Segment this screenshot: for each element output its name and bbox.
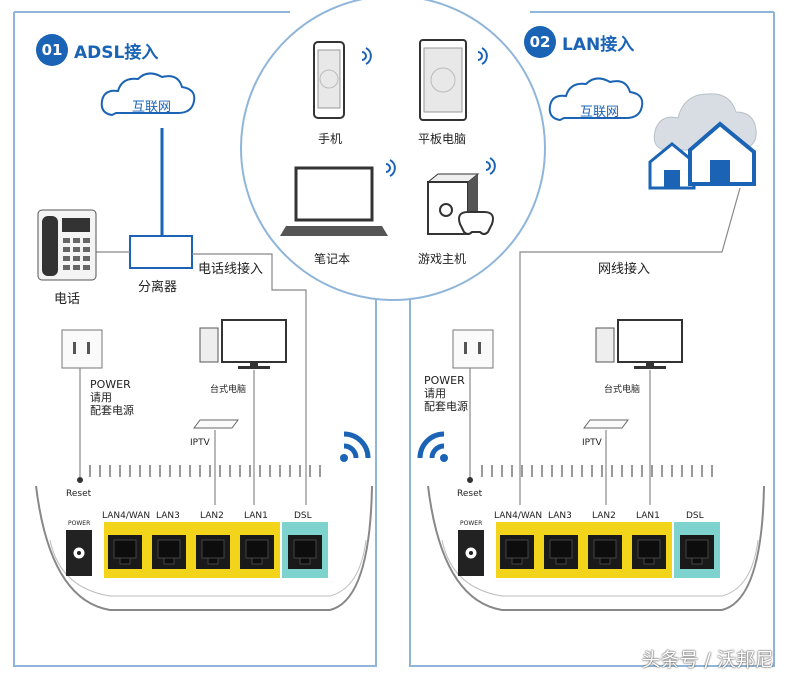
- port-label-lan1: LAN1: [244, 511, 268, 521]
- power-note-left: POWER 请用 配套电源: [90, 378, 134, 417]
- port-label-lan3: LAN3: [548, 511, 572, 521]
- iptv-box-right: [583, 419, 629, 429]
- panel-right-frame: [409, 11, 775, 667]
- phone-device-label: 手机: [318, 132, 343, 146]
- port-label-lan2: LAN2: [592, 511, 616, 521]
- splitter-label: 分离器: [138, 280, 178, 295]
- panel2-title: LAN接入: [562, 34, 635, 55]
- phone-label: 电话: [54, 292, 81, 307]
- internet-label-left: 互联网: [132, 100, 172, 115]
- net-line-label: 网线接入: [598, 262, 651, 277]
- desktop-pc-right: [595, 319, 683, 369]
- telephone: [37, 209, 97, 281]
- port-label-lan3: LAN3: [156, 511, 180, 521]
- desktop-label-left: 台式电脑: [210, 385, 247, 395]
- port-label-dsl: DSL: [686, 511, 704, 521]
- watermark: 头条号 / 沃邦尼: [641, 649, 774, 671]
- tablet-device-label: 平板电脑: [418, 132, 467, 146]
- wifi-icon-right: [417, 431, 448, 462]
- reset-label-left: Reset: [66, 489, 92, 499]
- phone-line-label: 电话线接入: [198, 262, 264, 277]
- phone-icon: [313, 41, 345, 119]
- wireless-devices-circle: [240, 0, 546, 301]
- port-label-lan2: LAN2: [200, 511, 224, 521]
- laptop-icon: [280, 166, 388, 236]
- panel1-title: ADSL接入: [74, 42, 159, 63]
- router-left: [35, 465, 373, 611]
- power-port-label-left: POWER: [68, 520, 91, 527]
- panel1-header: 01 ADSL接入: [36, 34, 158, 66]
- power-socket-right: [452, 329, 494, 369]
- game-console-icon: [426, 173, 494, 235]
- desktop-label-right: 台式电脑: [604, 385, 641, 395]
- port-label-lan4: LAN4/WAN: [494, 511, 543, 521]
- home-cloud-icon: [648, 93, 757, 190]
- power-socket-left: [61, 329, 103, 369]
- power-port-label-right: POWER: [460, 520, 483, 527]
- panel2-number: 02: [524, 26, 556, 58]
- laptop-device-label: 笔记本: [314, 252, 351, 266]
- port-label-lan4: LAN4/WAN: [102, 511, 151, 521]
- iptv-label-right: IPTV: [582, 438, 602, 448]
- router-right: [427, 465, 765, 611]
- port-label-lan1: LAN1: [636, 511, 660, 521]
- panel1-number: 01: [36, 34, 68, 66]
- port-label-dsl: DSL: [294, 511, 312, 521]
- console-device-label: 游戏主机: [418, 252, 467, 266]
- power-note-right: POWER 请用 配套电源: [424, 374, 468, 413]
- panel2-header: 02 LAN接入: [524, 26, 634, 58]
- iptv-label-left: IPTV: [190, 438, 210, 448]
- iptv-box-left: [193, 419, 239, 429]
- internet-cloud-left: [100, 72, 196, 117]
- internet-cloud-right: [548, 77, 644, 122]
- internet-label-right: 互联网: [580, 105, 620, 120]
- splitter-box: [129, 235, 193, 269]
- tablet-icon: [419, 39, 467, 121]
- desktop-pc-left: [199, 319, 287, 369]
- reset-label-right: Reset: [457, 489, 483, 499]
- wifi-icon-left: [340, 431, 371, 462]
